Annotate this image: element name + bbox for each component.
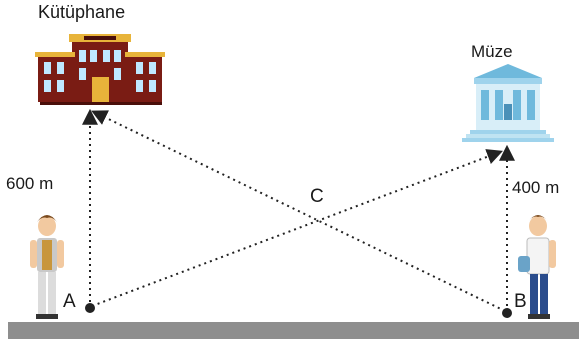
- library-building-icon: [35, 34, 165, 105]
- distance-400-label: 400 m: [512, 178, 560, 197]
- intersection-c-label: C: [310, 186, 324, 207]
- distance-600-label: 600 m: [6, 174, 54, 193]
- student-boy-icon: [30, 215, 64, 319]
- museum-label: Müze: [471, 42, 513, 61]
- point-a-dot: [85, 303, 95, 313]
- ground-strip: [8, 322, 579, 339]
- student-boy-with-bag-icon: [518, 215, 556, 319]
- library-label: Kütüphane: [38, 2, 126, 22]
- path-b-to-library: [91, 110, 506, 312]
- path-a-to-museum: [91, 149, 503, 307]
- museum-building-icon: [462, 64, 554, 142]
- point-b-dot: [502, 308, 512, 318]
- point-b-label: B: [514, 291, 527, 312]
- point-a-label: A: [63, 291, 76, 312]
